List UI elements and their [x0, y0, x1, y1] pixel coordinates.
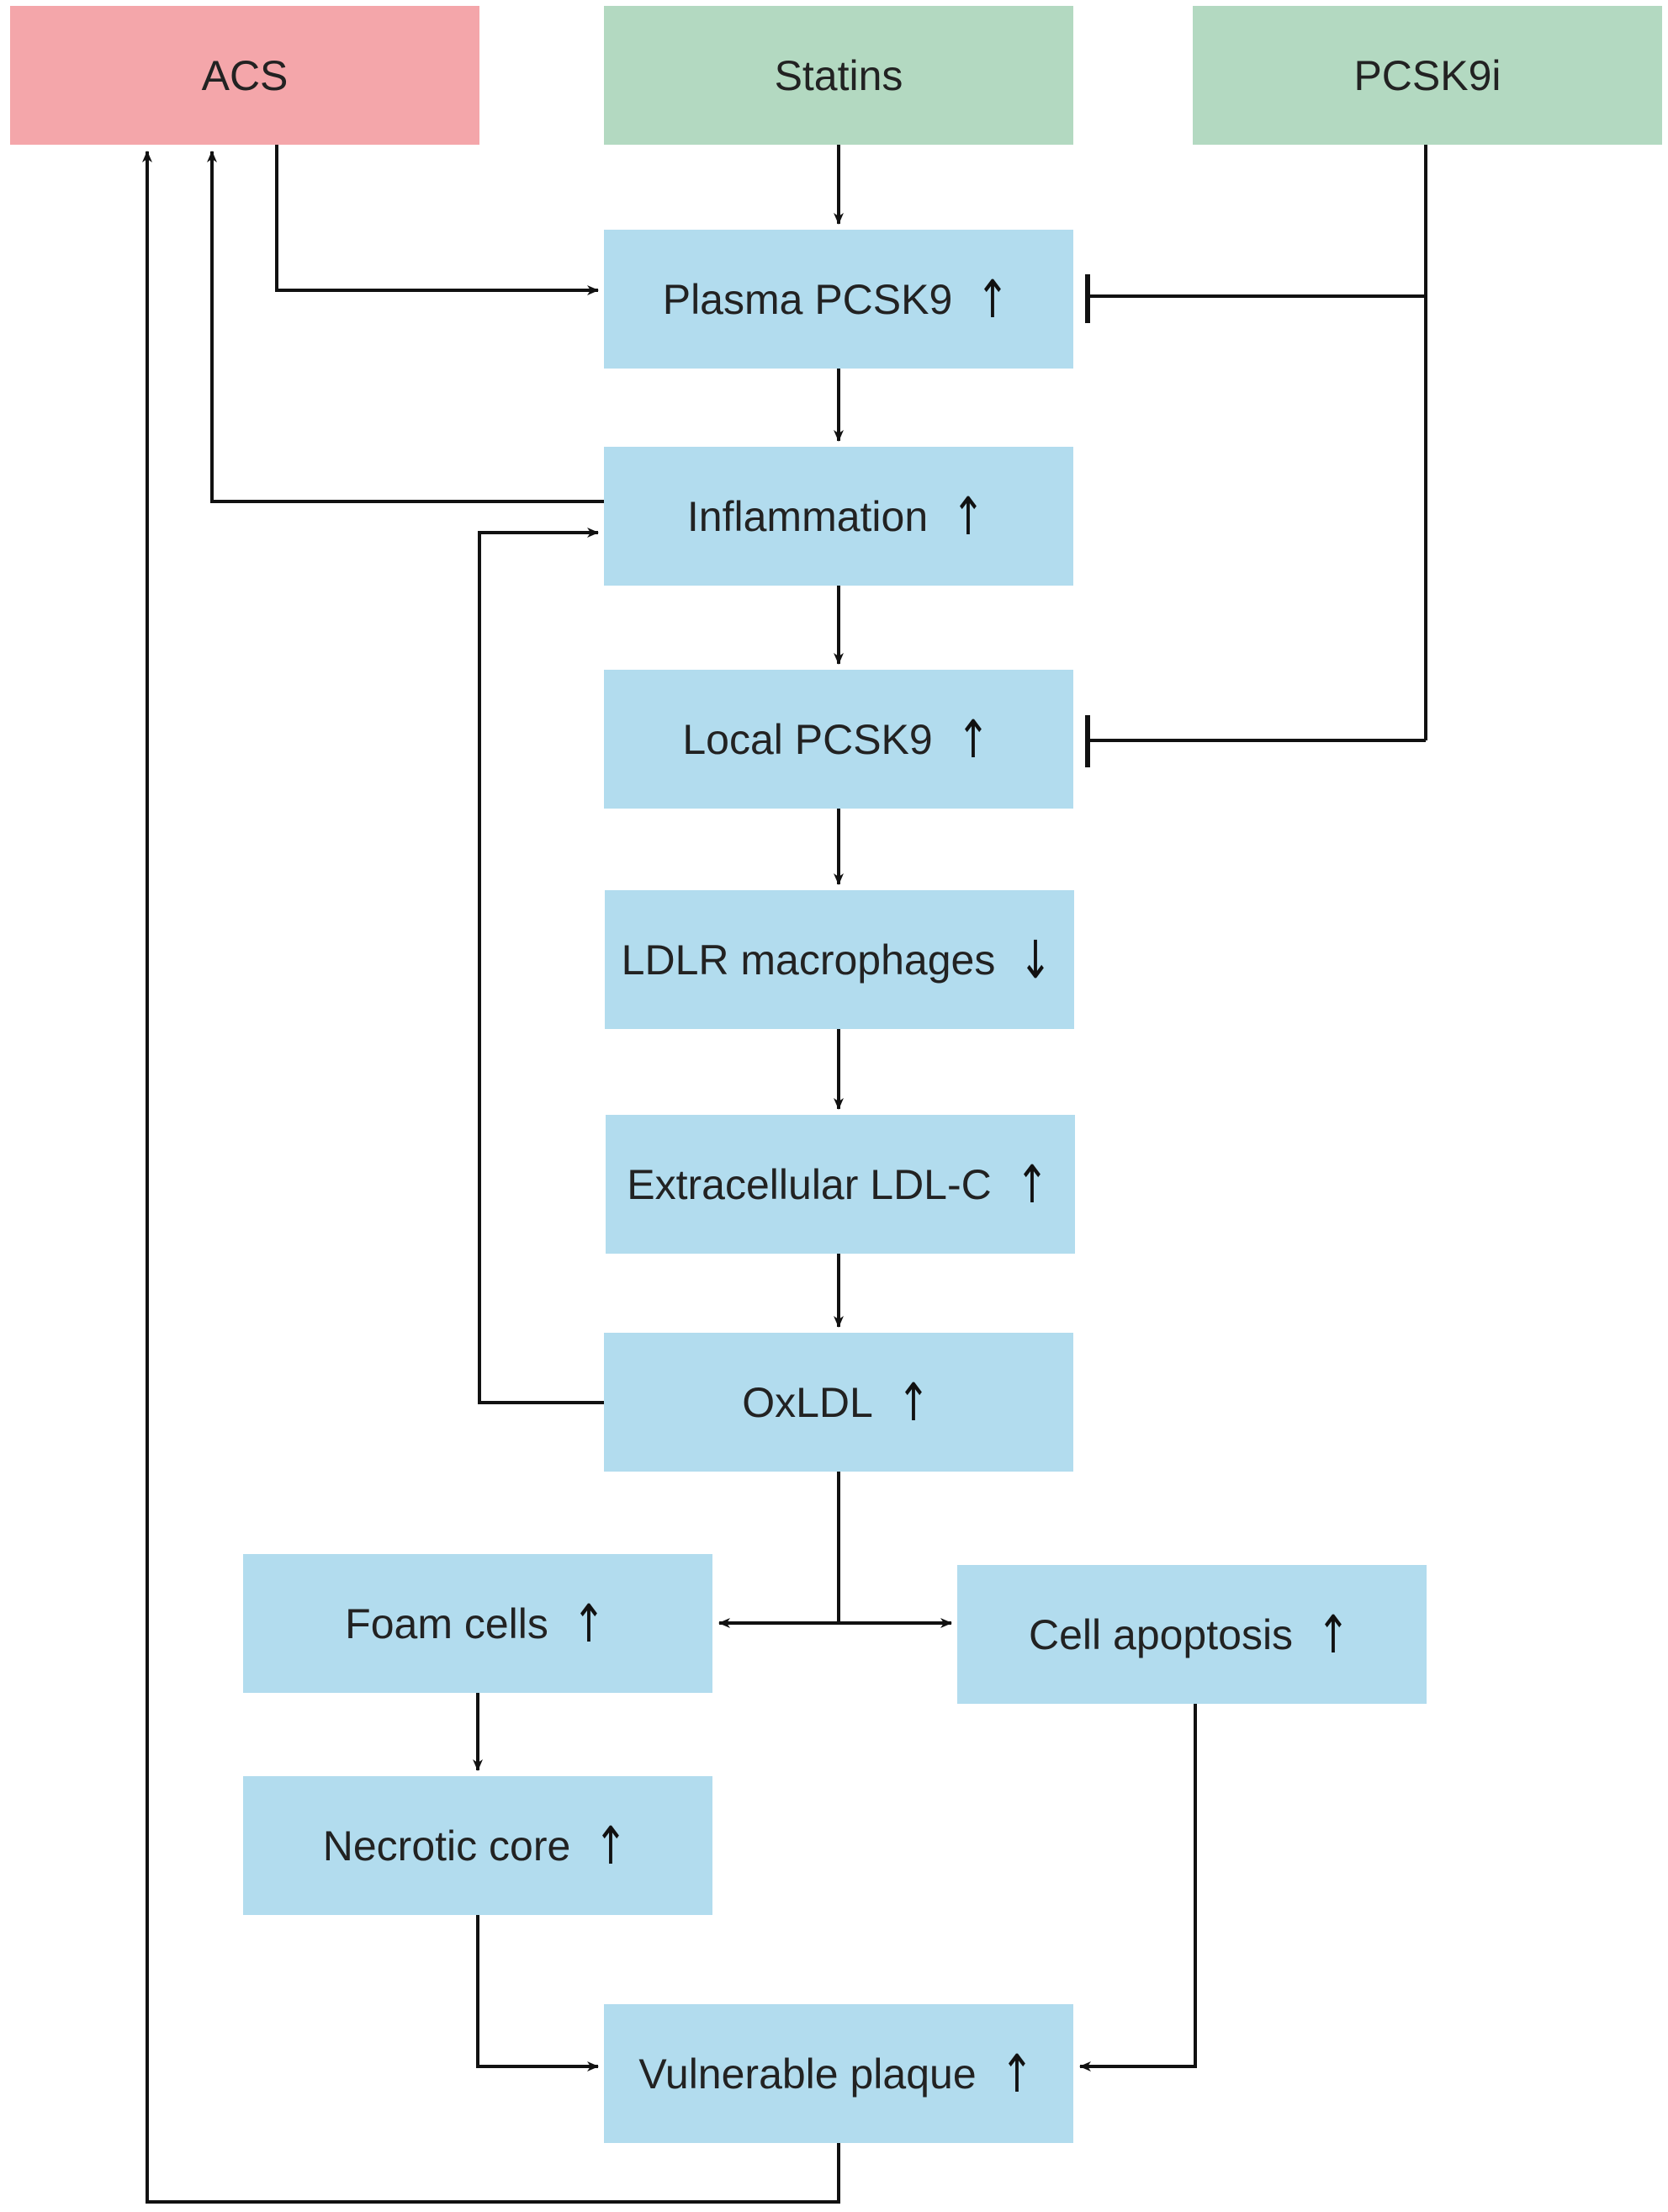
node-label: Local PCSK9 [682, 715, 933, 763]
node-label: Extracellular LDL-C [627, 1160, 992, 1208]
node-label: Vulnerable plaque [638, 2050, 977, 2098]
node-plasma-pcsk9: Plasma PCSK9 ↑ [604, 230, 1073, 369]
arrow-up-icon: ↑ [1000, 2042, 1034, 2104]
node-acs: ACS [10, 6, 479, 145]
node-foam-cells: Foam cells ↑ [243, 1554, 712, 1693]
node-oxldl: OxLDL ↑ [604, 1333, 1073, 1472]
node-label: LDLR macrophages [621, 936, 996, 984]
arrow-up-icon: ↑ [976, 268, 1009, 330]
node-label: Foam cells [345, 1599, 548, 1647]
edge-necrotic-core-to-vulnerable-plaque [476, 1915, 599, 2071]
arrow-up-icon: ↑ [572, 1592, 606, 1654]
node-label: Inflammation [686, 492, 929, 540]
edge-oxldl-to-inflammation [478, 528, 604, 1404]
node-inflammation: Inflammation ↑ [604, 447, 1073, 586]
node-label: ACS [201, 51, 289, 99]
node-statins: Statins [604, 6, 1073, 145]
arrow-up-icon: ↑ [1316, 1603, 1350, 1665]
arrow-up-icon: ↑ [951, 485, 985, 547]
arrow-down-icon: ↓ [1019, 928, 1052, 990]
node-vulnerable-plaque: Vulnerable plaque ↑ [604, 2004, 1073, 2143]
node-local-pcsk9: Local PCSK9 ↑ [604, 670, 1073, 809]
node-pcsk9i: PCSK9i [1193, 6, 1662, 145]
node-extracellular-ldlc: Extracellular LDL-C ↑ [606, 1115, 1075, 1254]
node-cell-apoptosis: Cell apoptosis ↑ [957, 1565, 1427, 1704]
arrow-up-icon: ↑ [956, 708, 990, 770]
edge-cell-apoptosis-to-vulnerable-plaque [1079, 1704, 1197, 2071]
node-label: PCSK9i [1353, 51, 1501, 99]
node-label: Necrotic core [322, 1822, 571, 1870]
node-label: Plasma PCSK9 [662, 275, 953, 323]
node-label: OxLDL [742, 1378, 873, 1426]
edge-acs-to-plasma-pcsk9 [275, 145, 599, 295]
arrow-up-icon: ↑ [1015, 1153, 1049, 1215]
arrow-up-icon: ↑ [897, 1371, 930, 1433]
arrow-up-icon: ↑ [594, 1814, 627, 1876]
node-necrotic-core: Necrotic core ↑ [243, 1776, 712, 1915]
edge-vulnerable-plaque-to-acs [142, 151, 840, 2204]
node-ldlr-macrophages: LDLR macrophages ↓ [605, 890, 1074, 1029]
node-label: Cell apoptosis [1028, 1610, 1294, 1658]
node-label: Statins [774, 51, 903, 99]
edge-inflammation-to-acs [207, 151, 604, 503]
